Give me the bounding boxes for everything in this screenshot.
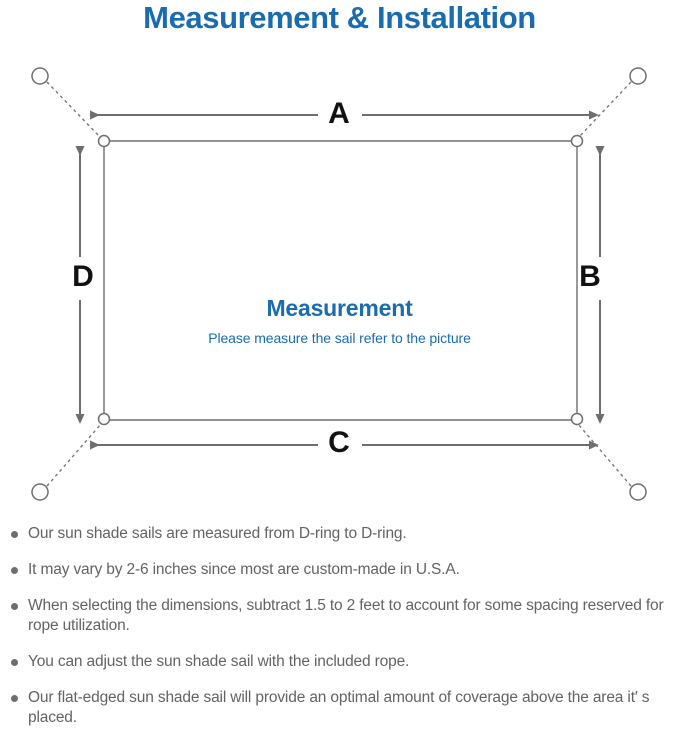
note-text: Our sun shade sails are measured from D-… (28, 525, 407, 542)
d-rings (97, 134, 584, 426)
bullet-icon (11, 659, 18, 666)
dimension-label-d: D (72, 260, 94, 293)
dimension-label-a: A (328, 97, 350, 130)
page-title: Measurement & Installation (143, 0, 536, 35)
rope-bottom-left (46, 423, 102, 487)
rope-top-left (46, 81, 102, 139)
anchor-circle-top-right (629, 67, 647, 85)
sail-subheading: Please measure the sail refer to the pic… (208, 330, 471, 346)
bullet-icon (11, 695, 18, 702)
anchor-circle-bottom-right (629, 483, 647, 501)
note-text: When selecting the dimensions, subtract … (28, 597, 664, 634)
note-text: Our flat-edged sun shade sail will provi… (28, 689, 650, 726)
bullet-icon (11, 567, 18, 574)
bullet-icon (11, 531, 18, 538)
note-text: You can adjust the sun shade sail with t… (28, 653, 410, 670)
shade-sail-panel (103, 140, 578, 421)
list-item: Our sun shade sails are measured from D-… (0, 524, 679, 544)
dimension-label-b: B (579, 260, 601, 293)
list-item: It may vary by 2-6 inches since most are… (0, 560, 679, 580)
list-item: Our flat-edged sun shade sail will provi… (0, 688, 679, 728)
sail-heading: Measurement (266, 295, 413, 321)
anchor-circle-bottom-left (31, 483, 49, 501)
measurement-diagram: Measurement Please measure the sail refe… (0, 52, 679, 514)
rope-lines (46, 81, 632, 487)
rope-top-right (577, 81, 632, 139)
d-ring-top-right (570, 134, 584, 148)
dimension-label-c: C (328, 426, 350, 459)
d-ring-bottom-right (570, 412, 584, 426)
anchor-points (31, 67, 647, 501)
rope-bottom-right (577, 423, 632, 487)
list-item: You can adjust the sun shade sail with t… (0, 652, 679, 672)
list-item: When selecting the dimensions, subtract … (0, 596, 679, 636)
bullet-icon (11, 603, 18, 610)
notes-list: Our sun shade sails are measured from D-… (0, 524, 679, 744)
sail-diagram-svg (31, 67, 647, 501)
d-ring-top-left (97, 134, 111, 148)
anchor-circle-top-left (31, 67, 49, 85)
d-ring-bottom-left (97, 412, 111, 426)
dimension-arrows (75, 110, 605, 450)
note-text: It may vary by 2-6 inches since most are… (28, 561, 460, 578)
